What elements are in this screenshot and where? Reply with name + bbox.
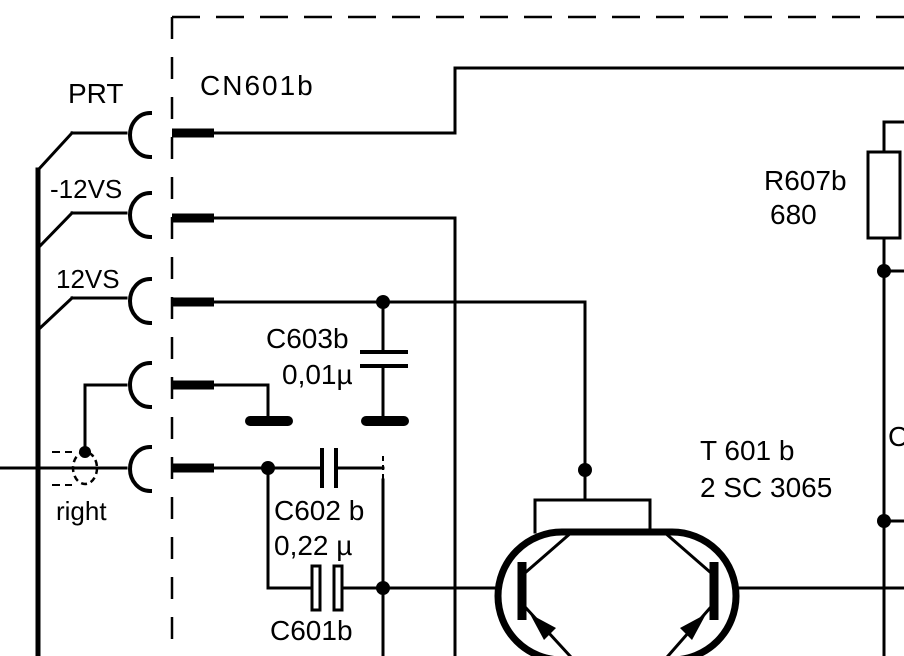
capacitor-c602b bbox=[320, 448, 338, 488]
label-c603b-name: C603b bbox=[266, 323, 349, 354]
contact-ground bbox=[128, 360, 153, 410]
label-pos12vs: 12VS bbox=[56, 264, 120, 294]
transistor-t601b bbox=[494, 468, 740, 656]
capacitor-c603b bbox=[360, 350, 409, 426]
wire-c601b-left bbox=[266, 466, 314, 590]
harness-bus bbox=[35, 130, 128, 656]
wire-pos12vs bbox=[212, 300, 587, 472]
label-c602b-name: C602 b bbox=[274, 495, 364, 526]
connector-contacts bbox=[128, 110, 153, 494]
label-edge-c: C bbox=[888, 421, 904, 452]
contact-pos12vs bbox=[128, 276, 153, 326]
label-right: right bbox=[56, 496, 107, 526]
contact-right bbox=[128, 444, 153, 494]
connector-pins bbox=[172, 128, 214, 473]
label-r607b-name: R607b bbox=[764, 165, 847, 196]
label-neg12vs: -12VS bbox=[50, 174, 122, 204]
label-c601b-name: C601b bbox=[270, 615, 353, 646]
junction-dots bbox=[261, 264, 891, 595]
wire-neg12vs bbox=[212, 216, 457, 656]
label-c603b-value: 0,01µ bbox=[282, 359, 353, 390]
label-prt: PRT bbox=[68, 78, 124, 109]
contact-neg12vs bbox=[128, 190, 153, 240]
label-t601b-part: 2 SC 3065 bbox=[700, 472, 832, 503]
label-c602b-value: 0,22 µ bbox=[274, 530, 352, 561]
label-cn601b: CN601b bbox=[200, 70, 315, 101]
wire-prt bbox=[212, 66, 904, 135]
wire-ground bbox=[212, 383, 270, 420]
label-t601b-name: T 601 b bbox=[700, 435, 794, 466]
capacitor-c601b bbox=[310, 564, 344, 612]
contact-prt bbox=[128, 110, 153, 160]
label-r607b-value: 680 bbox=[770, 199, 817, 230]
right-input bbox=[0, 383, 128, 486]
resistor-r607b bbox=[866, 120, 904, 656]
